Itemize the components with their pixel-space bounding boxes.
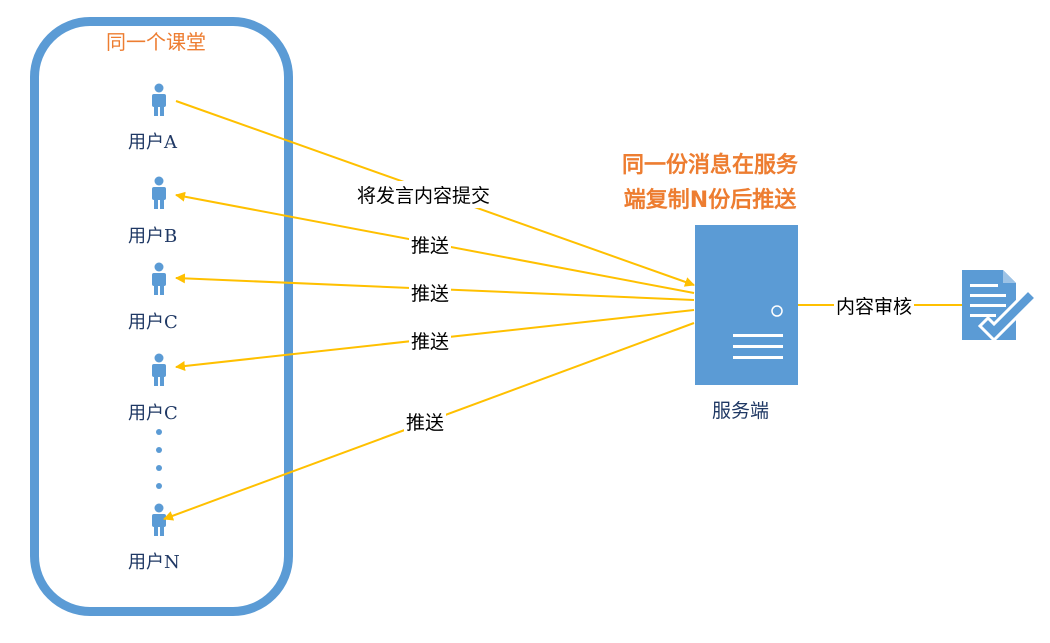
person-icon-user-a [152, 83, 166, 116]
user-label-b: 用户B [128, 226, 178, 247]
ellipsis-dots [156, 429, 162, 489]
user-label-c1: 用户C [128, 312, 178, 333]
server-icon [695, 225, 798, 385]
classroom-title: 同一个课堂 [106, 30, 206, 54]
user-label-n: 用户N [128, 552, 180, 573]
server-note: 同一份消息在服务 端复制N份后推送 [590, 148, 830, 218]
edge-label-push-c1: 推送 [409, 279, 452, 306]
person-icon-user-c2 [152, 353, 166, 386]
server-note-line1: 同一份消息在服务 [621, 153, 798, 178]
user-label-c2: 用户C [128, 403, 178, 424]
server-note-line2: 端复制N份后推送 [623, 188, 797, 213]
edge-label-submit: 将发言内容提交 [355, 181, 493, 208]
person-icon-user-b [152, 176, 166, 209]
person-icon-user-c1 [152, 262, 166, 295]
server-label: 服务端 [712, 400, 770, 422]
edge-label-push-b: 推送 [409, 231, 452, 258]
user-label-a: 用户A [128, 132, 177, 153]
document-check-icon [962, 270, 1039, 343]
classroom-container [30, 17, 293, 616]
edge-label-push-c2: 推送 [409, 327, 452, 354]
person-icon-user-n [152, 503, 166, 536]
edge-label-review: 内容审核 [834, 292, 915, 319]
edge-label-push-n: 推送 [404, 408, 447, 435]
